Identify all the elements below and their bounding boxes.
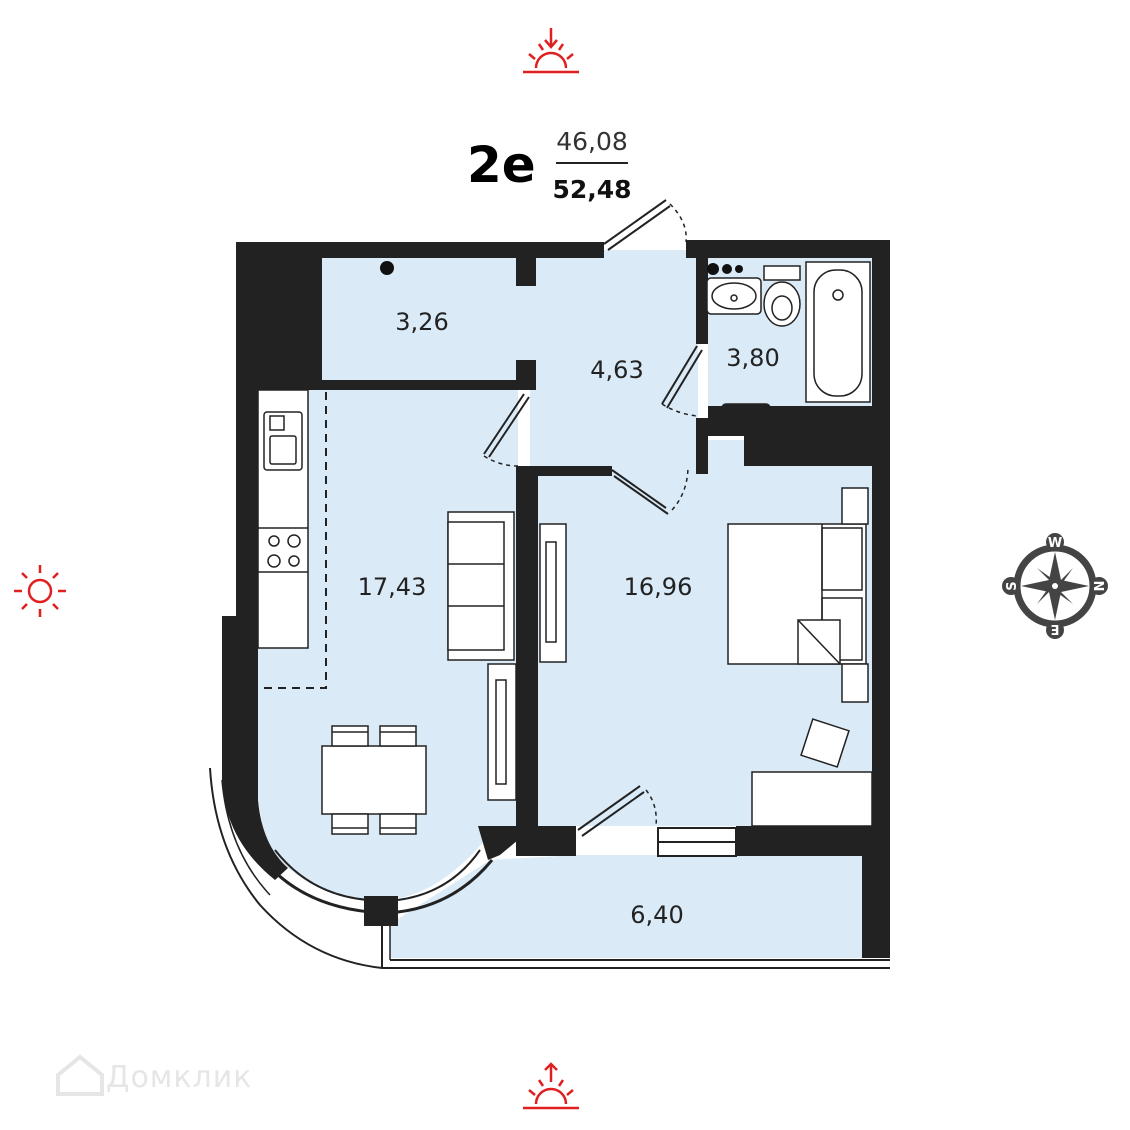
desk	[751, 771, 873, 827]
sunrise-arrow-icon	[523, 28, 579, 74]
room-area-kitchen-living: 17,43	[358, 573, 427, 601]
compass-rose-icon: W N E S	[1002, 533, 1108, 639]
wall-right-bottom	[862, 826, 890, 958]
sofa	[447, 511, 515, 661]
hob-burner	[288, 555, 300, 567]
nightstand	[841, 487, 869, 525]
kitchen-sink-bowl	[269, 435, 297, 465]
wall-pillar-top	[516, 242, 536, 286]
bathroom-door	[661, 345, 703, 417]
compass-badge-e	[1046, 621, 1064, 639]
walls	[222, 240, 890, 958]
watermark-logo-icon	[56, 1054, 104, 1096]
wall-pillar-mid	[516, 360, 536, 390]
sun-icon	[14, 565, 66, 617]
wall-bedroom-bottom-left	[516, 826, 576, 856]
bathtub-inner	[813, 269, 863, 397]
chair	[379, 725, 417, 747]
balcony-floor	[390, 855, 862, 958]
compass-letter-e: E	[1051, 621, 1060, 636]
compass-letter-w: W	[1048, 536, 1062, 551]
bay-window-outer	[260, 857, 371, 914]
wall-left-outer	[236, 242, 322, 380]
dining-set	[321, 725, 427, 835]
bathtub-drain	[832, 289, 844, 301]
bay-window	[209, 767, 494, 969]
chair	[379, 813, 417, 835]
toilet-seat	[771, 295, 793, 321]
bay-window-inner-right	[397, 849, 481, 901]
bedroom-furniture	[539, 487, 873, 827]
riser-pipe	[380, 261, 394, 275]
wall-top-right	[686, 240, 890, 258]
hob-burner	[268, 535, 280, 547]
pillow	[821, 527, 863, 591]
compass-badge-s	[1002, 577, 1020, 595]
compass-badge-n	[1090, 577, 1108, 595]
room-area-hall: 4,63	[590, 356, 643, 384]
wall-partition	[516, 466, 538, 826]
doors	[483, 199, 703, 837]
bathroom-fixtures	[706, 261, 871, 415]
nightstand	[841, 663, 869, 703]
compass-letter-n: N	[1090, 581, 1105, 592]
entrance-door	[603, 199, 687, 251]
kitchen-door	[483, 393, 530, 467]
bathroom-pipes	[707, 263, 743, 275]
room-area-balcony: 6,40	[630, 901, 683, 929]
balcony-arc-outer	[209, 767, 383, 969]
bedroom-balcony-window	[657, 827, 737, 857]
wall-bath-nub	[744, 436, 872, 466]
wall-kitchen-top	[258, 380, 534, 390]
compass-letter-s: S	[1005, 581, 1020, 590]
sunrise-arrow-icon	[523, 1062, 579, 1110]
apartment-type: 2е	[467, 136, 536, 194]
wall-right	[872, 258, 890, 958]
watermark: Домклик	[56, 1054, 252, 1096]
desk-chair	[800, 718, 850, 768]
closet-floor	[322, 258, 520, 380]
room-area-closet: 3,26	[395, 308, 448, 336]
chair	[331, 813, 369, 835]
hall-floor-upper	[520, 250, 698, 380]
apartment-header: 2е 46,08 52,48	[467, 127, 632, 204]
chair	[331, 725, 369, 747]
balcony-arc-inner	[221, 779, 271, 896]
wall-partition-top	[516, 466, 612, 476]
watermark-text: Домклик	[106, 1060, 252, 1095]
washbasin-drain	[730, 294, 738, 302]
compass-badge-w	[1046, 533, 1064, 551]
bedroom-door	[611, 465, 689, 515]
room-area-bedroom: 16,96	[624, 573, 693, 601]
room-area-bathroom: 3,80	[726, 344, 779, 372]
wall-bedroom-bottom-right	[736, 826, 872, 856]
bay-window-outer-right	[397, 859, 494, 914]
bay-window-inner	[274, 849, 369, 901]
kitchen-zone-dashed	[258, 392, 327, 689]
kitchen-counter	[257, 389, 309, 649]
wall-top-left	[236, 242, 604, 258]
wall-left-lower	[222, 616, 288, 880]
hob-burner	[267, 554, 281, 568]
kitchen-sink-tap	[269, 415, 285, 431]
dining-table	[321, 745, 427, 815]
wall-bath-left	[696, 258, 708, 344]
total-area: 52,48	[552, 175, 631, 204]
balcony-railing	[381, 920, 890, 969]
toilet-tank	[763, 265, 801, 281]
towel-heater	[721, 403, 771, 415]
wall-bath-left-lower	[696, 418, 708, 474]
living-area: 46,08	[556, 127, 628, 156]
hob-burner	[287, 534, 301, 548]
balcony-door	[577, 785, 658, 837]
room-labels: 3,26 4,63 3,80 17,43 16,96 6,40	[358, 308, 780, 929]
wall-bay-right	[478, 826, 518, 860]
wall-left	[236, 380, 258, 616]
tv-stand-living	[487, 663, 517, 801]
